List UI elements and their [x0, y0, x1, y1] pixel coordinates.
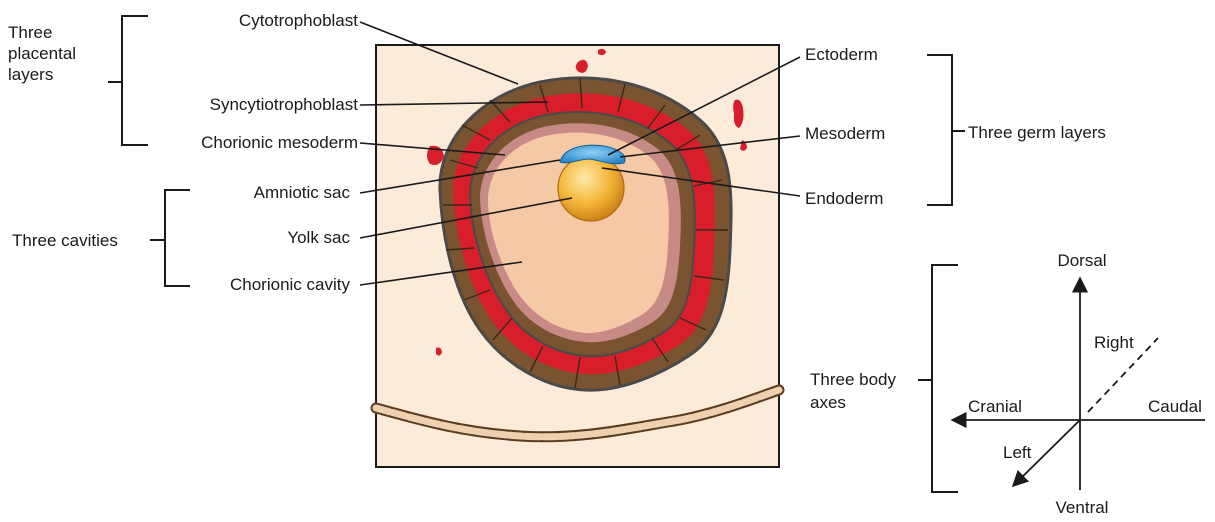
axes-bracket	[918, 265, 958, 492]
label-endoderm: Endoderm	[805, 189, 883, 208]
label-chorionic-mesoderm: Chorionic mesoderm	[201, 133, 358, 152]
placental-bracket	[108, 16, 148, 145]
axes-group-label: Three body axes	[810, 370, 901, 412]
label-dorsal: Dorsal	[1057, 251, 1106, 270]
label-ectoderm: Ectoderm	[805, 45, 878, 64]
germ-bracket	[927, 55, 965, 205]
yolk-sac	[558, 155, 624, 221]
label-cytotrophoblast: Cytotrophoblast	[239, 11, 358, 30]
label-mesoderm: Mesoderm	[805, 124, 885, 143]
label-left: Left	[1003, 443, 1032, 462]
label-right: Right	[1094, 333, 1134, 352]
label-amniotic-sac: Amniotic sac	[254, 183, 351, 202]
label-cranial: Cranial	[968, 397, 1022, 416]
label-syncytiotrophoblast: Syncytiotrophoblast	[210, 95, 359, 114]
label-yolk-sac: Yolk sac	[287, 228, 350, 247]
germ-group-label: Three germ layers	[968, 123, 1106, 142]
cavities-group-label: Three cavities	[12, 231, 118, 250]
body-axes	[952, 278, 1205, 490]
placental-group-label: Three placental layers	[8, 23, 81, 84]
label-caudal: Caudal	[1148, 397, 1202, 416]
cavities-bracket	[150, 190, 190, 286]
label-chorionic-cavity: Chorionic cavity	[230, 275, 350, 294]
label-ventral: Ventral	[1056, 498, 1109, 517]
